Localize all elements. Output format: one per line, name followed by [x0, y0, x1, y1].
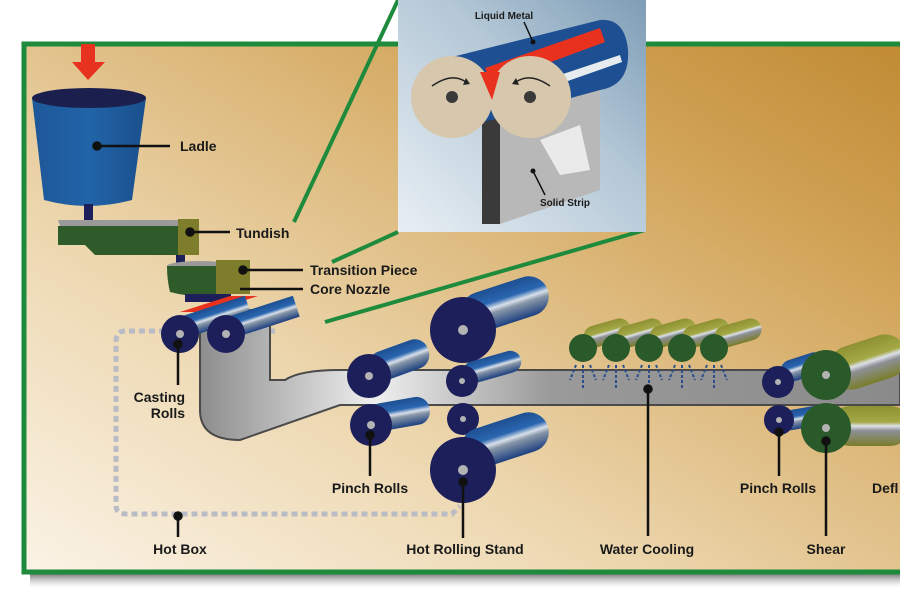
- label-pinch-rolls-2: Pinch Rolls: [740, 480, 816, 496]
- frame-shadow: [30, 572, 900, 588]
- inset-label-solid-strip: Solid Strip: [540, 198, 590, 209]
- inset-callout-line-1: [292, 0, 400, 223]
- pour-arrow-icon: [72, 44, 105, 80]
- ladle: [32, 88, 146, 220]
- label-casting-rolls-1: Casting: [134, 389, 185, 405]
- inset-label-liquid-metal: Liquid Metal: [475, 11, 534, 22]
- casting-rolls: [161, 295, 300, 353]
- leader-lines: [92, 141, 831, 538]
- label-deflector: Defl: [872, 480, 898, 496]
- pinch-rolls-1: [347, 339, 430, 446]
- core-nozzle: [185, 294, 231, 302]
- inset-callout-line-2: [331, 230, 399, 264]
- inset-solid-strip: [482, 100, 500, 224]
- water-spray: [569, 364, 728, 388]
- hot-rolling-stand: [430, 276, 549, 503]
- inset-callout-line-3: [324, 228, 646, 324]
- water-cooling-headers: [569, 318, 762, 362]
- label-transition-piece: Transition Piece: [310, 262, 418, 278]
- label-hot-box: Hot Box: [153, 541, 207, 557]
- label-water-cooling: Water Cooling: [600, 541, 694, 557]
- transition-piece: [167, 260, 250, 296]
- label-ladle: Ladle: [180, 138, 217, 154]
- label-shear: Shear: [807, 541, 846, 557]
- tundish: [58, 219, 199, 269]
- hot-box-outline: [113, 328, 462, 517]
- label-tundish: Tundish: [236, 225, 289, 241]
- inset-closeup: Liquid Metal Solid Strip: [398, 0, 646, 232]
- label-core-nozzle: Core Nozzle: [310, 281, 390, 297]
- label-hot-rolling-stand: Hot Rolling Stand: [406, 541, 523, 557]
- label-casting-rolls-2: Rolls: [151, 405, 185, 421]
- label-pinch-rolls-1: Pinch Rolls: [332, 480, 408, 496]
- shear: [801, 334, 900, 453]
